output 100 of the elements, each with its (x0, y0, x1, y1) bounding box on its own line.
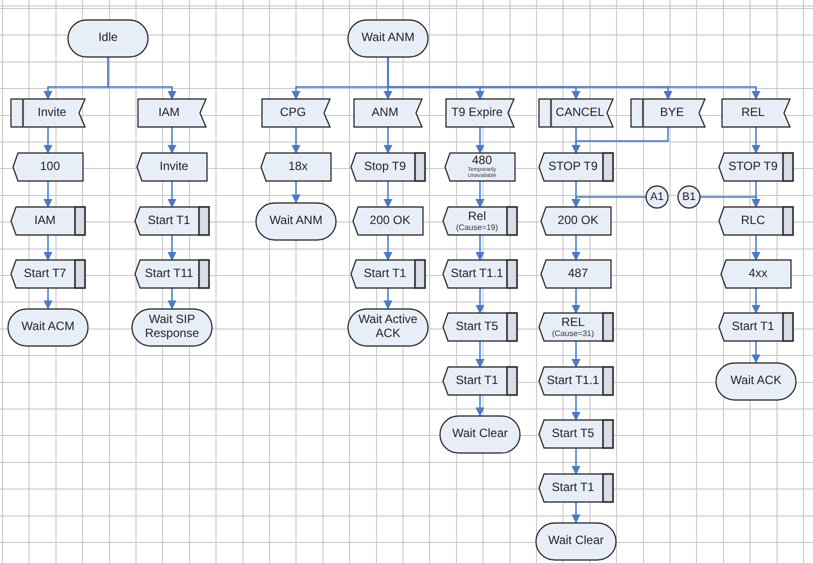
arrow (44, 288, 52, 310)
task-box (135, 260, 209, 288)
arrow (572, 196, 646, 208)
input-signal-box (11, 99, 85, 127)
state-terminator (132, 308, 212, 346)
arrow (476, 235, 484, 261)
input-signal-box (354, 99, 422, 127)
arrow (384, 288, 392, 310)
state-terminator (348, 308, 428, 346)
input-signal-box (631, 99, 705, 127)
arrow (107, 56, 176, 100)
arrow (168, 181, 176, 208)
state-terminator (440, 416, 520, 452)
arrow (752, 235, 760, 261)
node-label: Start T5 (456, 320, 498, 334)
node-label: Start T1 (148, 214, 190, 228)
connector-circle (646, 186, 668, 208)
node-label: 18x (288, 160, 308, 174)
input-signal-box (262, 99, 330, 127)
task-box (11, 207, 85, 235)
task-box (539, 367, 613, 395)
node-label: Invite (160, 160, 188, 174)
arrow (572, 395, 580, 421)
arrow (572, 235, 580, 261)
node-label: Start T5 (552, 427, 594, 441)
state-terminator (68, 20, 148, 56)
output-signal-box (353, 207, 423, 235)
task-box (351, 153, 425, 181)
input-signal-box (446, 99, 514, 127)
arrow (44, 127, 52, 154)
node-label: STOP T9 (548, 160, 598, 174)
node-label: Start T1 (732, 320, 774, 334)
input-signal-box (722, 99, 790, 127)
arrow (572, 502, 580, 524)
input-signal-box (138, 99, 206, 127)
state-terminator (8, 308, 88, 346)
arrow (572, 341, 580, 368)
output-signal-box (261, 153, 331, 181)
node-label: 4xx (748, 267, 768, 281)
arrow (476, 127, 484, 154)
node-label: 200 OK (370, 214, 410, 228)
node-sublabel: (Cause=31) (552, 330, 594, 338)
arrow (292, 127, 300, 154)
arrow (168, 235, 176, 261)
task-box (539, 420, 613, 448)
arrow (476, 341, 484, 368)
arrow (700, 196, 760, 208)
task-box (443, 207, 517, 235)
node-label: Start T1.1 (450, 267, 504, 281)
node-label: Start T1 (364, 267, 406, 281)
task-box (719, 207, 793, 235)
node-label: ANM (372, 106, 398, 120)
node-label: REL (741, 106, 765, 120)
node-label: 200 OK (558, 214, 598, 228)
task-box (135, 207, 209, 235)
node-label: CPG (280, 106, 306, 120)
arrow (752, 341, 760, 364)
task-box (351, 260, 425, 288)
node-label: IAM (34, 214, 56, 228)
node-label: Wait ACK (730, 374, 782, 388)
task-box (11, 260, 85, 288)
node-label: STOP T9 (728, 160, 778, 174)
task-box (539, 153, 613, 181)
task-box (443, 260, 517, 288)
task-box (539, 474, 613, 502)
output-signal-box (137, 153, 207, 181)
node-label: Start T7 (24, 267, 66, 281)
arrow (476, 395, 484, 416)
node-label: B1 (682, 190, 696, 204)
arrow (44, 235, 52, 261)
state-terminator (716, 362, 796, 400)
node-label: Invite (38, 106, 66, 120)
node-label: Rel (468, 210, 486, 224)
node-sublabel: (Cause=19) (456, 224, 498, 232)
task-box (443, 313, 517, 341)
node-label: REL (561, 316, 585, 330)
node-label: A1 (650, 190, 664, 204)
node-label: Wait ANM (270, 214, 322, 228)
node-label: 480 (472, 154, 492, 168)
node-label: 487 (568, 267, 588, 281)
node-label: Idle (98, 31, 118, 45)
node-label: BYE (660, 106, 684, 120)
output-signal-box (541, 260, 611, 288)
output-signal-box (541, 207, 611, 235)
node-label: Start T1.1 (546, 374, 600, 388)
connector-circle (678, 186, 700, 208)
task-box (719, 313, 793, 341)
node-label: Wait Clear (452, 427, 508, 441)
output-signal-box (721, 260, 791, 288)
arrow (476, 181, 484, 208)
node-label: Start T1 (456, 374, 498, 388)
arrow (384, 235, 392, 261)
node-label: CANCEL (556, 106, 604, 120)
node-label: Wait Clear (548, 534, 604, 548)
input-signal-box (539, 99, 613, 127)
node-label: Stop T9 (364, 160, 406, 174)
node-label: IAM (158, 106, 180, 120)
arrow (44, 181, 52, 208)
task-box (719, 153, 793, 181)
task-box (443, 367, 517, 395)
